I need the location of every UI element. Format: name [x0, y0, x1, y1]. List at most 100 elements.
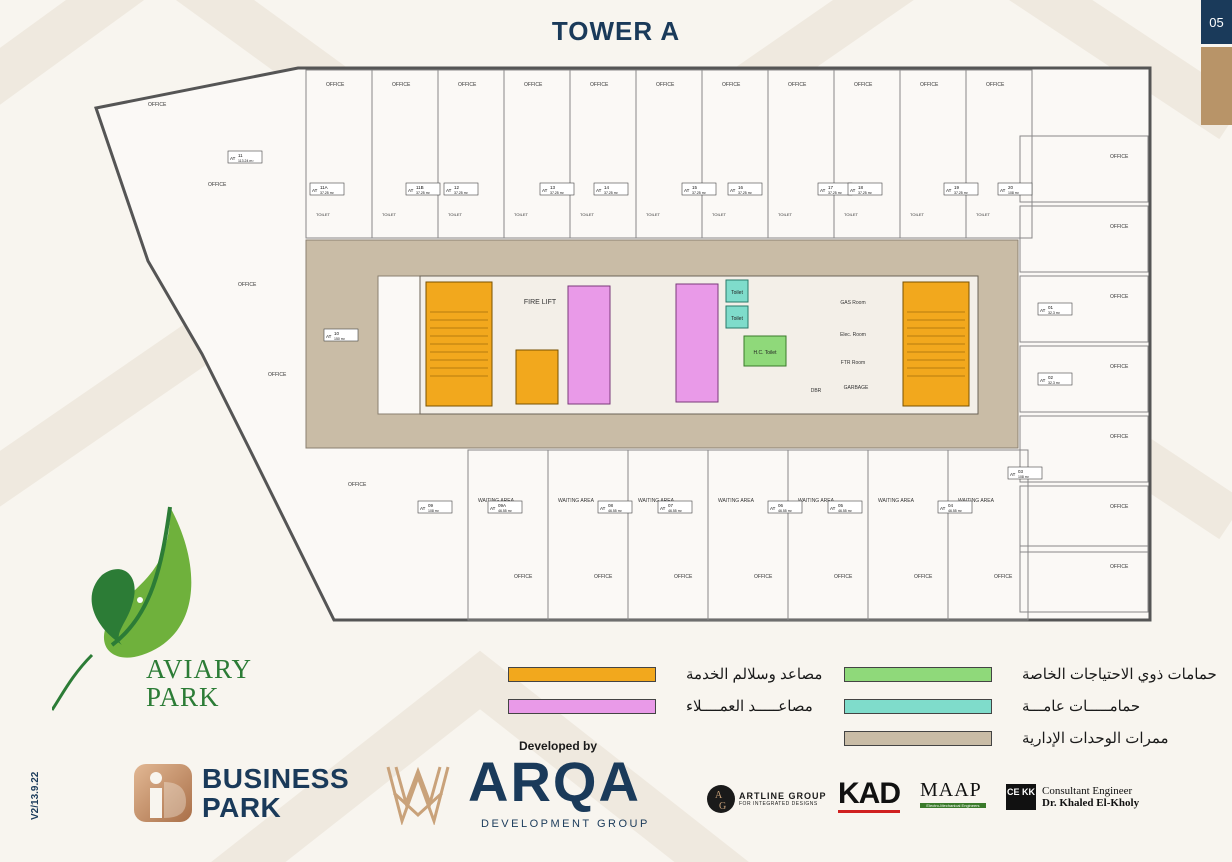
- unit-tag: [943, 182, 979, 196]
- office-label: OFFICE: [788, 82, 807, 88]
- unit-area: 46.55 m²: [778, 509, 793, 513]
- unit-number: 04: [948, 503, 954, 508]
- unit-at: AT: [408, 188, 414, 193]
- office-partition: [965, 69, 1033, 239]
- unit-number: 11: [238, 153, 243, 158]
- office-label: OFFICE: [348, 482, 367, 488]
- office-label: OFFICE: [834, 574, 853, 580]
- office-partition: [1019, 135, 1149, 203]
- unit-at: AT: [946, 188, 952, 193]
- office-label: OFFICE: [674, 574, 693, 580]
- unit-at: AT: [312, 188, 318, 193]
- office-label: OFFICE: [754, 574, 773, 580]
- artline-sub: FOR INTEGRATED DESIGNS: [739, 801, 818, 807]
- maap-sub: Electro-Mechanical Engineers: [920, 803, 986, 808]
- unit-number: 12: [454, 185, 460, 190]
- office-partition: [947, 449, 1029, 621]
- unit-number: 10: [334, 331, 340, 336]
- unit-number: 02: [1048, 375, 1054, 380]
- unit-tag: [767, 500, 803, 514]
- fire-lift: [515, 349, 559, 405]
- unit-at: AT: [490, 506, 496, 511]
- ftr-room-label: FTR Room: [841, 360, 865, 366]
- legend-swatch: [508, 666, 656, 682]
- office-label: OFFICE: [656, 82, 675, 88]
- unit-tag: [227, 150, 263, 164]
- arqa-subtitle: DEVELOPMENT GROUP: [481, 818, 650, 830]
- business-line1: BUSINESS: [202, 763, 350, 794]
- toilet-label-1: Toilet: [731, 290, 743, 296]
- legend-label: مصاعد وسلالم الخدمة: [686, 666, 823, 683]
- elec-room-label: Elec. Room: [840, 332, 866, 338]
- office-label: OFFICE: [514, 574, 533, 580]
- unit-number: 11A: [320, 185, 328, 190]
- unit-tag: [681, 182, 717, 196]
- toilet-label-2: Toilet: [731, 316, 743, 322]
- office-label: OFFICE: [594, 574, 613, 580]
- legend-label: ممرات الوحدات الإدارية: [1022, 730, 1169, 747]
- unit-at: AT: [730, 188, 736, 193]
- office-label: OFFICE: [986, 82, 1005, 88]
- client-lifts-right: [675, 283, 719, 403]
- unit-at: AT: [1010, 472, 1016, 477]
- unit-tag: [405, 182, 441, 196]
- consultant-line1: Consultant Engineer: [1042, 785, 1133, 797]
- unit-area: 37.25 m²: [320, 191, 335, 195]
- unit-number: 20: [1008, 185, 1014, 190]
- office-label: OFFICE: [1110, 564, 1129, 570]
- dbr-label: DBR: [811, 388, 822, 394]
- unit-area: 108 m²: [428, 509, 440, 513]
- unit-tag: [657, 500, 693, 514]
- legend-swatch: [508, 698, 656, 714]
- svg-text:A: A: [715, 790, 723, 801]
- maap-name: MAAP: [920, 779, 982, 801]
- unit-at: AT: [770, 506, 776, 511]
- office-partition: [1019, 545, 1149, 613]
- unit-tag: [1037, 372, 1073, 386]
- office-label: OFFICE: [854, 82, 873, 88]
- toilet-label: TOILET: [778, 212, 792, 217]
- unit-area: 46.55 m²: [838, 509, 853, 513]
- unit-tag: [309, 182, 345, 196]
- office-label: OFFICE: [914, 574, 933, 580]
- unit-number: 09: [428, 503, 434, 508]
- unit-tag: [1007, 466, 1043, 480]
- unit-number: 01: [1048, 305, 1054, 310]
- unit-at: AT: [820, 188, 826, 193]
- unit-area: 37.25 m²: [416, 191, 431, 195]
- svg-text:G: G: [719, 801, 726, 812]
- page-tab: [1201, 47, 1232, 125]
- unit-area: 37.25 m²: [604, 191, 619, 195]
- unit-number: 11B: [416, 185, 424, 190]
- office-label: OFFICE: [1110, 434, 1129, 440]
- toilet-label: TOILET: [382, 212, 396, 217]
- aviary-line1: AVIARY: [146, 654, 253, 684]
- office-partition: [1019, 345, 1149, 413]
- unit-tag: [997, 182, 1033, 196]
- arqa-mark-icon: [386, 766, 450, 825]
- legend-item-client-lifts: مصاعـــــد العمــــلاء: [508, 697, 813, 715]
- unit-tag: [597, 500, 633, 514]
- fire-lift-label: FIRE LIFT: [524, 299, 557, 306]
- legend-item-hc-toilets: حمامات ذوي الاحتياجات الخاصة: [844, 665, 1217, 683]
- public-toilet-2: [725, 305, 749, 329]
- office-label: OFFICE: [238, 282, 257, 288]
- legend-item-corridors: ممرات الوحدات الإدارية: [844, 729, 1169, 747]
- toilet-label: TOILET: [976, 212, 990, 217]
- aviary-park-leaf-icon: [52, 506, 192, 711]
- waiting-label: WAITING AREA: [958, 498, 995, 504]
- unit-number: 07: [668, 503, 674, 508]
- unit-at: AT: [600, 506, 606, 511]
- unit-area: 32.3 m²: [1048, 381, 1061, 385]
- unit-area: 37.25 m²: [692, 191, 707, 195]
- legend-swatch: [844, 666, 992, 682]
- artline-icon: A G: [707, 785, 735, 813]
- toilet-label: TOILET: [646, 212, 660, 217]
- unit-area: 46.55 m²: [948, 509, 963, 513]
- unit-at: AT: [446, 188, 452, 193]
- garbage-label: GARBAGE: [844, 385, 869, 391]
- unit-number: 09A: [498, 503, 506, 508]
- unit-tag: [487, 500, 523, 514]
- toilet-label: TOILET: [514, 212, 528, 217]
- waiting-label: WAITING AREA: [718, 498, 755, 504]
